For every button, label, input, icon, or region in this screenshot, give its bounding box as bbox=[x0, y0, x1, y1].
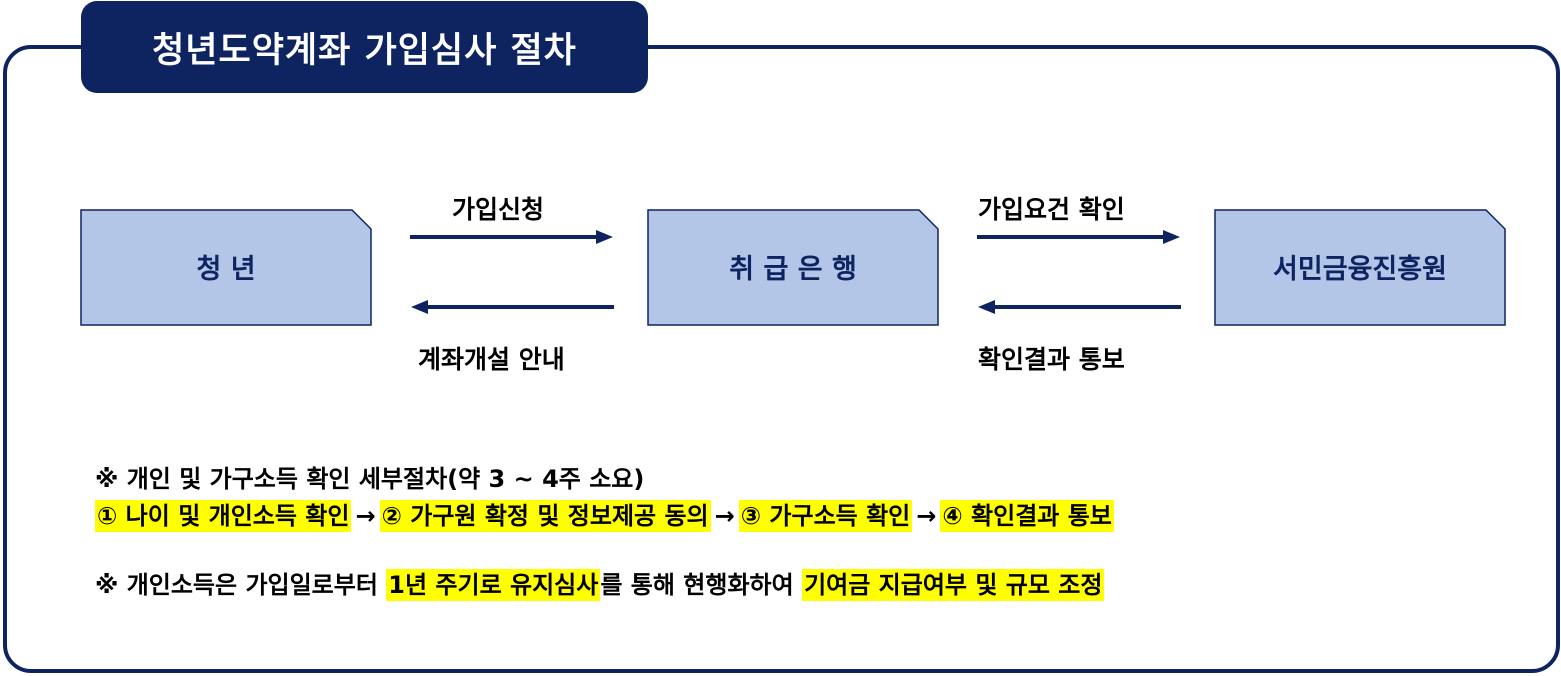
arrow-label-eligibility: 가입요건 확인 bbox=[978, 195, 1125, 224]
step-4: ④ 확인결과 통보 bbox=[940, 500, 1114, 532]
step-3: ③ 가구소득 확인 bbox=[738, 500, 913, 532]
note2-highlight-review-cycle: 1년 주기로 유지심사 bbox=[386, 569, 601, 601]
node-agency-label: 서민금융진흥원 bbox=[1273, 254, 1447, 285]
arrow-right-icon bbox=[410, 230, 613, 244]
arrow-label-apply: 가입신청 bbox=[452, 195, 545, 224]
node-agency: 서민금융진흥원 bbox=[1214, 209, 1506, 326]
arrow-label-account-open: 계좌개설 안내 bbox=[418, 345, 565, 374]
content-frame bbox=[3, 45, 1560, 673]
step-1: ① 나이 및 개인소득 확인 bbox=[95, 500, 352, 532]
node-agency-shape bbox=[1214, 209, 1506, 326]
node-bank-label: 취 급 은 행 bbox=[729, 254, 857, 285]
note-steps: ① 나이 및 개인소득 확인→② 가구원 확정 및 정보제공 동의→③ 가구소득… bbox=[95, 496, 1114, 532]
node-youth-shape bbox=[80, 209, 372, 326]
arrow-left-icon bbox=[978, 300, 1181, 314]
note-income-review: ※ 개인소득은 가입일로부터 1년 주기로 유지심사를 통해 현행화하여 기여금… bbox=[95, 565, 1105, 601]
arrow-left-icon bbox=[411, 300, 614, 314]
arrow-right-icon bbox=[977, 230, 1180, 244]
node-bank: 취 급 은 행 bbox=[647, 209, 939, 326]
step-arrow: → bbox=[355, 502, 376, 530]
arrow-label-result-notice: 확인결과 통보 bbox=[978, 345, 1125, 374]
node-youth: 청 년 bbox=[80, 209, 372, 326]
page-title: 청년도약계좌 가입심사 절차 bbox=[81, 1, 648, 93]
note2-middle: 를 통해 현행화하여 bbox=[600, 571, 794, 599]
page-title-text: 청년도약계좌 가입심사 절차 bbox=[152, 30, 577, 71]
step-arrow: → bbox=[714, 502, 735, 530]
note-income-procedure-title: ※ 개인 및 가구소득 확인 세부절차(약 3 ~ 4주 소요) bbox=[95, 465, 645, 493]
step-arrow: → bbox=[916, 502, 937, 530]
node-youth-label: 청 년 bbox=[196, 254, 256, 285]
note2-highlight-contribution: 기여금 지급여부 및 규모 조정 bbox=[802, 569, 1105, 601]
step-2: ② 가구원 확정 및 정보제공 동의 bbox=[379, 500, 711, 532]
node-bank-shape bbox=[647, 209, 939, 326]
note2-prefix: ※ 개인소득은 가입일로부터 bbox=[95, 571, 378, 599]
